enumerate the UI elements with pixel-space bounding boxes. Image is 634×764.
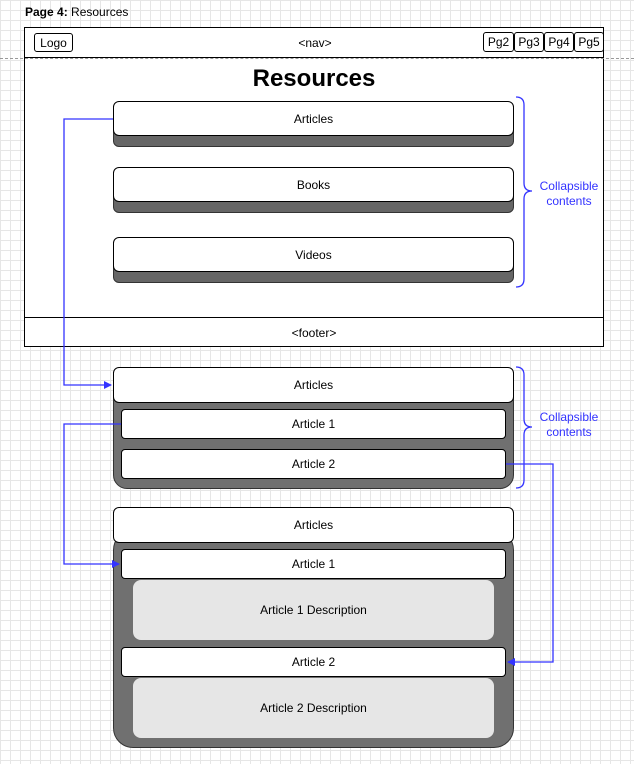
logo-button[interactable]: Logo bbox=[34, 33, 73, 52]
page-name: Resources bbox=[71, 5, 129, 19]
nav-link-label: Pg4 bbox=[548, 35, 570, 49]
nav-link-pg2[interactable]: Pg2 bbox=[483, 32, 514, 52]
article-2-item[interactable]: Article 2 bbox=[121, 449, 506, 479]
article-1-item-expanded[interactable]: Article 1 bbox=[121, 549, 506, 579]
section-videos[interactable]: Videos bbox=[113, 237, 514, 272]
annotation-line: contents bbox=[546, 194, 592, 208]
nav-link-label: Pg3 bbox=[518, 35, 540, 49]
nav-link-label: Pg2 bbox=[487, 35, 510, 49]
article-1-description: Article 1 Description bbox=[133, 580, 494, 640]
page-number-label: Page 4: bbox=[25, 5, 68, 19]
nav-placeholder: <nav> bbox=[298, 35, 332, 50]
page-title: Page 4: Resources bbox=[25, 5, 128, 19]
arrow-articles-to-expanded bbox=[63, 118, 113, 389]
section-books[interactable]: Books bbox=[113, 167, 514, 202]
footer-placeholder: <footer> bbox=[291, 325, 337, 340]
logo-label: Logo bbox=[40, 35, 67, 50]
nav-link-pg5[interactable]: Pg5 bbox=[574, 32, 604, 52]
nav-link-label: Pg5 bbox=[578, 35, 600, 49]
annotation-line: contents bbox=[546, 425, 592, 439]
arrow-article2-to-description bbox=[506, 463, 554, 666]
article-1-item[interactable]: Article 1 bbox=[121, 409, 506, 439]
nav-link-pg4[interactable]: Pg4 bbox=[544, 32, 574, 52]
annotation-line: Collapsible bbox=[539, 179, 599, 193]
section-articles[interactable]: Articles bbox=[113, 101, 514, 136]
article-2-item-expanded[interactable]: Article 2 bbox=[121, 647, 506, 677]
collapsible-annotation-1: Collapsible contents bbox=[534, 179, 604, 209]
arrow-article1-to-description bbox=[63, 423, 121, 568]
fold-divider bbox=[0, 58, 634, 59]
footer-divider bbox=[24, 317, 604, 318]
annotation-line: Collapsible bbox=[539, 410, 599, 424]
article-2-description: Article 2 Description bbox=[133, 678, 494, 738]
brace-2 bbox=[515, 366, 533, 489]
brace-1 bbox=[515, 96, 533, 288]
articles-header[interactable]: Articles bbox=[113, 367, 514, 403]
main-heading: Resources bbox=[252, 65, 376, 92]
collapsible-annotation-2: Collapsible contents bbox=[534, 410, 604, 440]
articles-header-expanded[interactable]: Articles bbox=[113, 507, 514, 543]
nav-link-pg3[interactable]: Pg3 bbox=[514, 32, 544, 52]
